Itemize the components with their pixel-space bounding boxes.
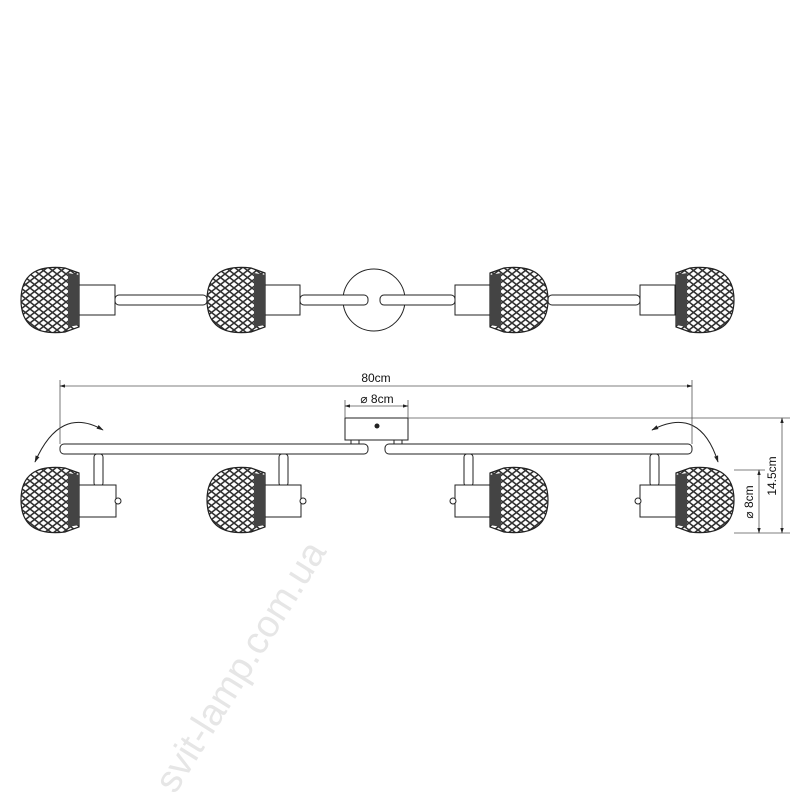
spotlight-shade <box>206 266 266 334</box>
rod <box>379 294 456 306</box>
spot-body <box>78 284 116 316</box>
bar <box>59 443 369 455</box>
spot-body <box>264 284 301 316</box>
spotlight-shade <box>20 266 80 334</box>
canopy-diameter-label: ⌀ 8cm <box>360 392 393 406</box>
spotlight-shade <box>206 466 266 534</box>
spotlight-shade <box>675 266 735 334</box>
rotation-arrow-icon <box>651 421 719 463</box>
spotlight-shade <box>20 466 80 534</box>
rod <box>299 294 369 306</box>
spotlight-shade <box>675 466 735 534</box>
top-view <box>20 266 735 334</box>
shade-diameter-label: ⌀ 8cm <box>742 485 756 518</box>
bar <box>384 443 693 455</box>
spot-body <box>639 284 676 316</box>
spotlight-shade <box>489 466 549 534</box>
rod <box>114 294 208 306</box>
height-label: 14.5cm <box>765 456 779 495</box>
dimensions: 80cm ⌀ 8cm 14.5cm ⌀ 8cm <box>59 371 790 534</box>
canopy-box <box>344 417 409 441</box>
watermark: svit-lamp.com.ua <box>147 533 335 800</box>
side-view <box>20 417 735 534</box>
rotation-arrow-icon <box>34 421 104 463</box>
rod <box>547 294 641 306</box>
spotlight-shade <box>489 266 549 334</box>
length-label: 80cm <box>361 371 390 385</box>
spot-body <box>454 284 491 316</box>
